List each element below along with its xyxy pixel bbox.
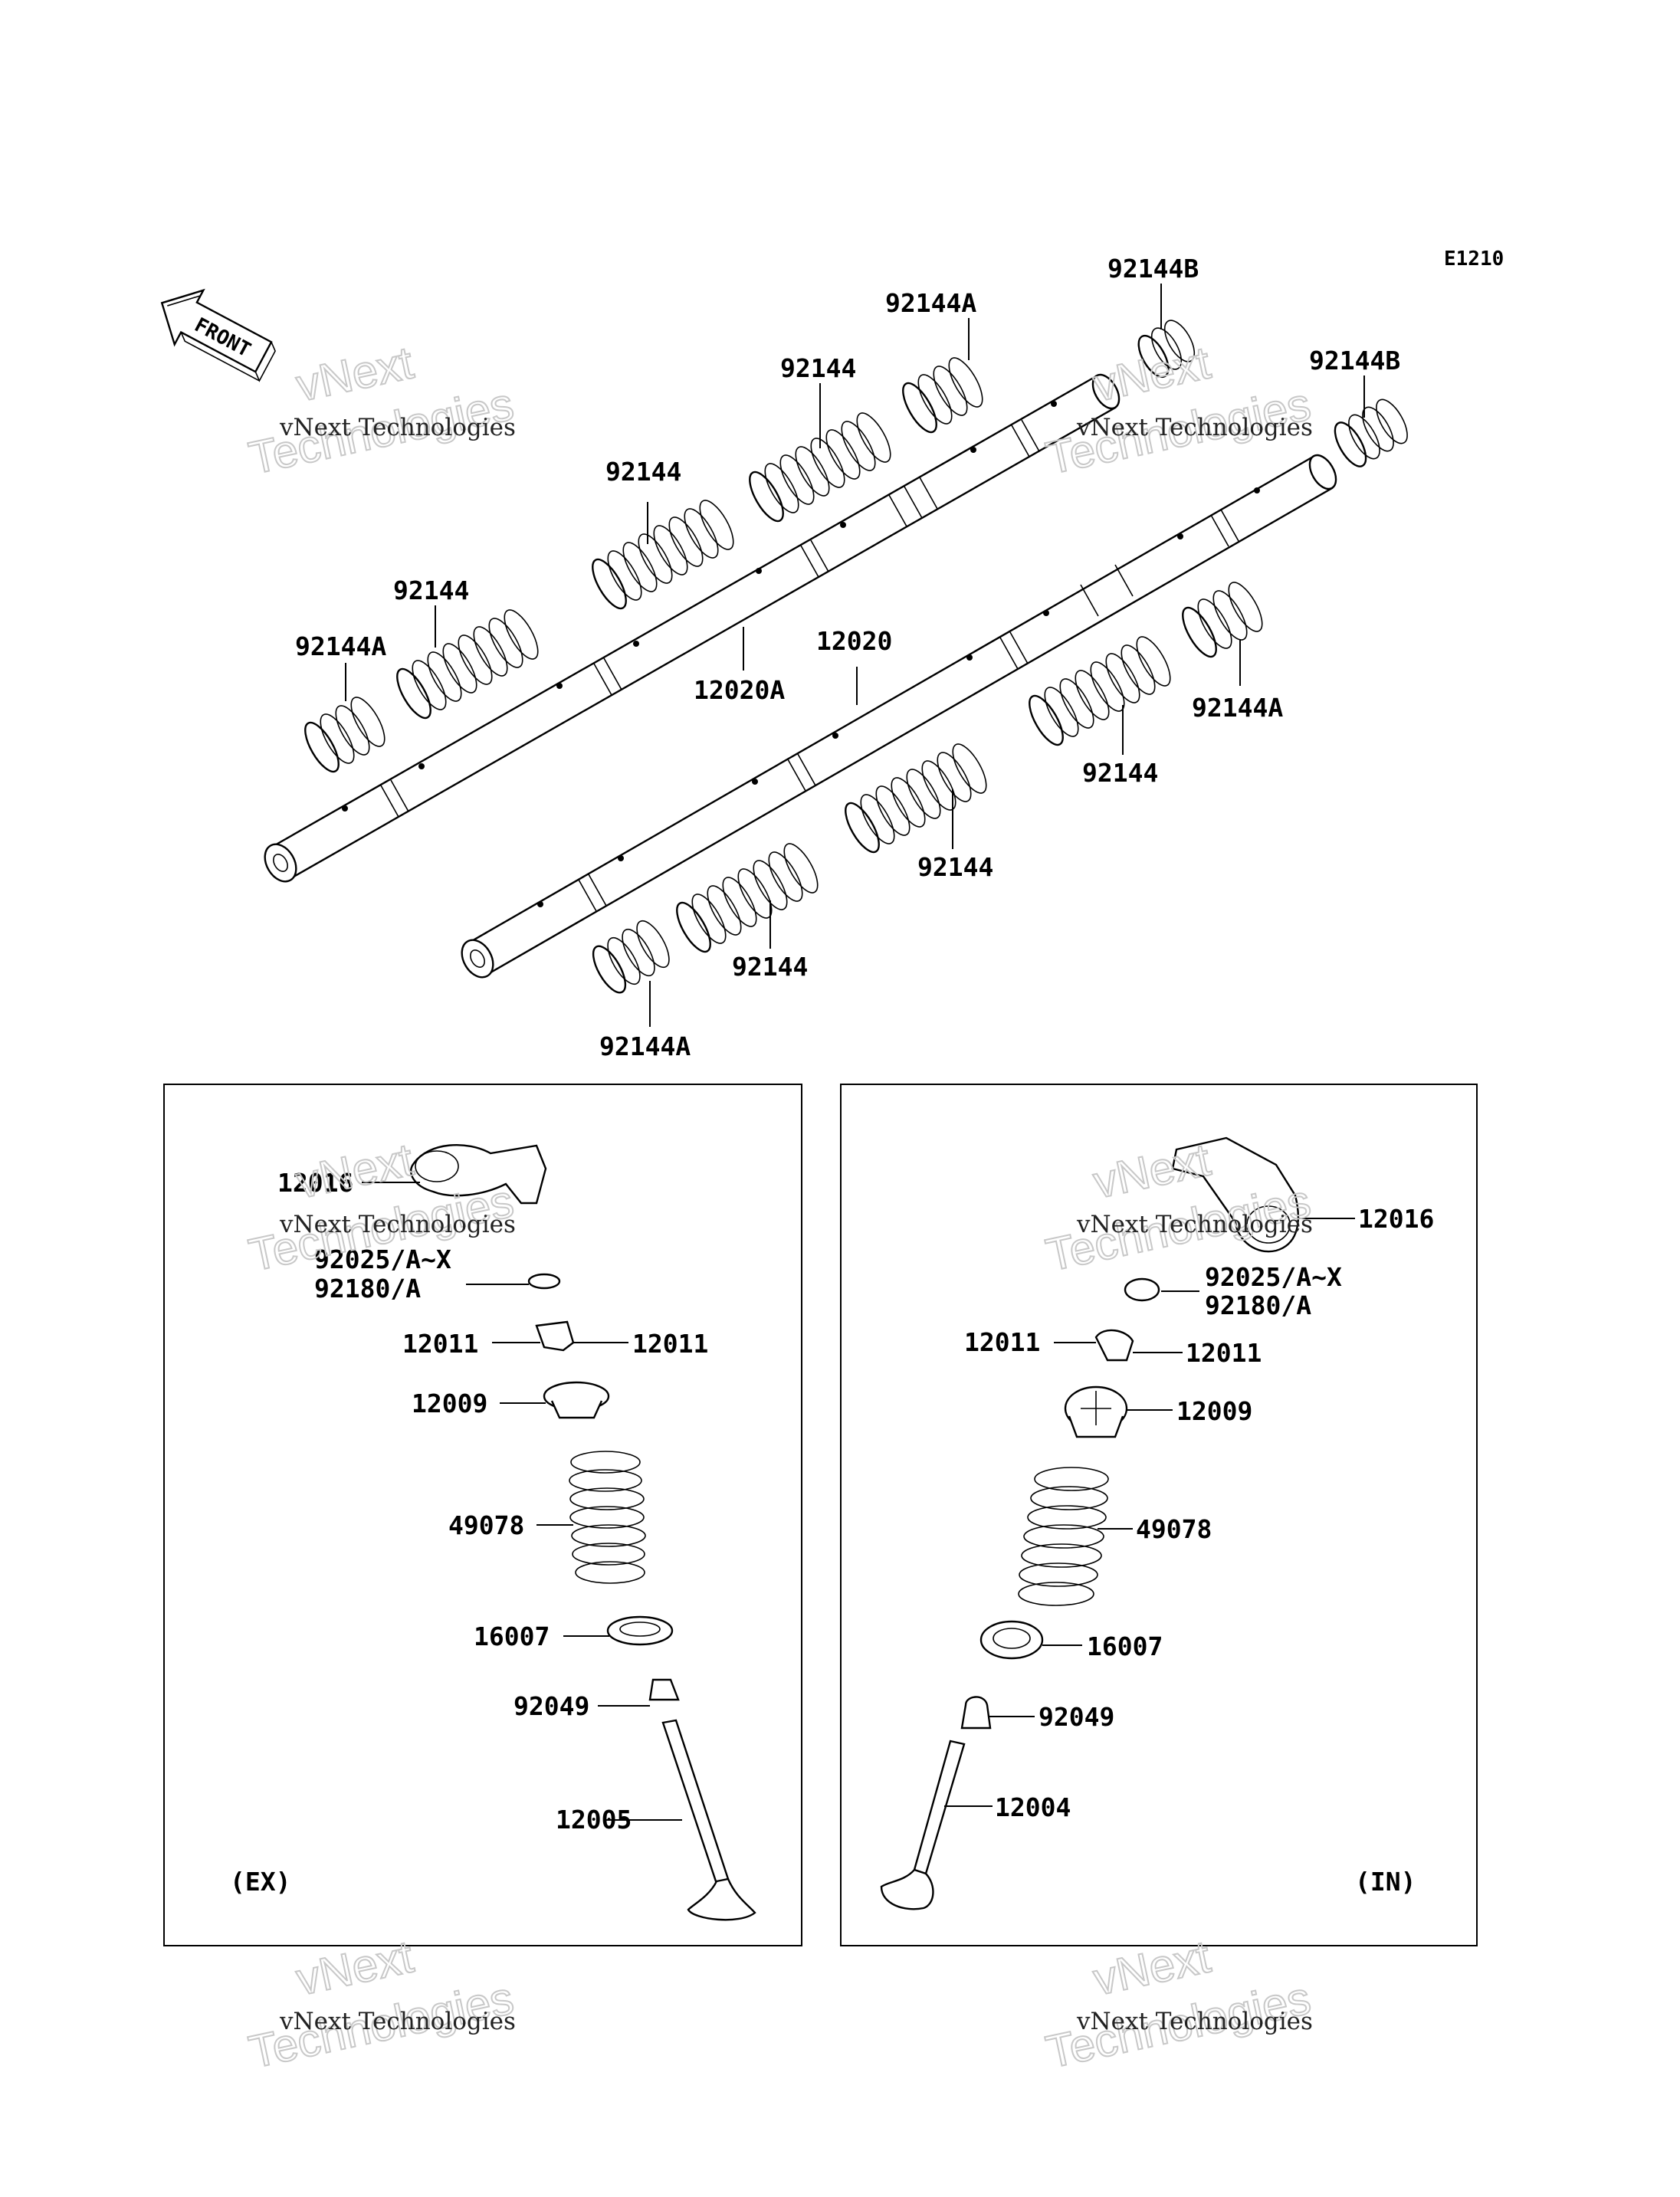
spring-92144b-lower bbox=[1334, 398, 1408, 467]
svg-text:vNext Technologies: vNext Technologies bbox=[279, 414, 516, 441]
ex-stem-seal bbox=[648, 1678, 680, 1701]
in-label-valve: 12004 bbox=[995, 1792, 1071, 1822]
svg-text:vNext Technologies: vNext Technologies bbox=[279, 1211, 516, 1238]
in-retainer bbox=[1064, 1385, 1128, 1438]
svg-text:vNext Technologies: vNext Technologies bbox=[1076, 1211, 1313, 1238]
ex-label-cotter-right: 12011 bbox=[632, 1329, 708, 1359]
ex-label-seat: 16007 bbox=[474, 1622, 550, 1651]
label-92144a-4: 92144A bbox=[599, 1031, 691, 1061]
watermark-bottom-left: vNext Technologies vNext Technologies bbox=[244, 1930, 519, 2078]
label-92144b-1: 92144B bbox=[1107, 254, 1199, 284]
top-leader-lines bbox=[345, 284, 1365, 1027]
in-spring-seat bbox=[979, 1620, 1044, 1660]
ex-label-shim1: 92025/A~X bbox=[314, 1244, 451, 1274]
in-valve bbox=[880, 1740, 966, 1910]
in-label-spring: 49078 bbox=[1136, 1514, 1212, 1544]
ex-panel-label: (EX) bbox=[230, 1867, 290, 1897]
ex-label-seal: 92049 bbox=[514, 1691, 589, 1721]
ex-label-retainer: 12009 bbox=[412, 1389, 487, 1418]
label-12020a: 12020A bbox=[694, 675, 785, 705]
ex-label-rocker: 12016 bbox=[277, 1168, 353, 1198]
spring-92144a-upper-right bbox=[902, 357, 983, 434]
rocker-shaft-12020 bbox=[461, 454, 1337, 979]
spring-92144-upper-2 bbox=[592, 500, 734, 610]
in-rocker-arm bbox=[1171, 1136, 1299, 1253]
svg-text:vNext Technologies: vNext Technologies bbox=[1076, 2008, 1313, 2035]
in-panel-label: (IN) bbox=[1355, 1867, 1416, 1897]
ex-panel: 12016 92025/A~X 92180/A 12011 12011 1200… bbox=[163, 1084, 802, 1946]
label-92144-1: 92144 bbox=[393, 575, 469, 605]
label-92144a-3: 92144A bbox=[1192, 693, 1283, 723]
rocker-shaft-12020a bbox=[264, 373, 1121, 883]
in-label-seat: 16007 bbox=[1087, 1631, 1163, 1661]
ex-valve-spring bbox=[569, 1451, 646, 1584]
label-92144b-2: 92144B bbox=[1309, 346, 1400, 375]
ex-label-valve: 12005 bbox=[556, 1805, 632, 1835]
spring-92144b-upper bbox=[1137, 320, 1196, 379]
spring-92144-lower-1 bbox=[1029, 636, 1171, 746]
in-valve-spring bbox=[1018, 1467, 1109, 1606]
in-label-retainer: 12009 bbox=[1176, 1396, 1252, 1426]
spring-92144-upper-1 bbox=[396, 609, 539, 720]
ex-retainer bbox=[543, 1381, 610, 1419]
spring-92144-lower-2 bbox=[845, 743, 987, 854]
svg-text:vNext: vNext bbox=[292, 336, 418, 411]
in-label-shim2: 92180/A bbox=[1205, 1290, 1311, 1320]
label-92144-3: 92144 bbox=[780, 353, 856, 383]
svg-text:vNext: vNext bbox=[292, 1133, 418, 1208]
label-12020: 12020 bbox=[816, 626, 892, 656]
spring-92144a-upper-left bbox=[304, 697, 386, 773]
spring-92144-lower-3 bbox=[676, 843, 819, 953]
in-label-cotter-left: 12011 bbox=[964, 1327, 1040, 1357]
spring-92144-upper-3 bbox=[749, 412, 891, 523]
label-92144-4: 92144 bbox=[1082, 758, 1158, 788]
spring-92144a-lower-left bbox=[592, 920, 670, 994]
label-92144-5: 92144 bbox=[917, 852, 993, 882]
label-92144a-2: 92144A bbox=[885, 288, 976, 318]
svg-text:vNext: vNext bbox=[1089, 1133, 1215, 1208]
in-cotter bbox=[1094, 1329, 1134, 1362]
spring-92144a-lower-right bbox=[1182, 582, 1263, 658]
ex-label-shim2: 92180/A bbox=[314, 1274, 421, 1303]
svg-text:vNext: vNext bbox=[1089, 336, 1215, 411]
front-arrow-icon: FRONT bbox=[160, 288, 276, 382]
svg-text:vNext: vNext bbox=[1089, 1930, 1215, 2005]
label-92144a-1: 92144A bbox=[295, 631, 386, 661]
in-shim bbox=[1124, 1277, 1160, 1302]
ex-spring-seat bbox=[606, 1615, 674, 1646]
ex-cotter bbox=[535, 1320, 575, 1352]
in-label-seal: 92049 bbox=[1039, 1702, 1114, 1732]
ex-label-cotter-left: 12011 bbox=[402, 1329, 478, 1359]
ex-shim bbox=[527, 1273, 561, 1290]
in-label-rocker: 12016 bbox=[1358, 1204, 1434, 1234]
ex-rocker-arm bbox=[409, 1144, 547, 1205]
in-label-shim1: 92025/A~X bbox=[1205, 1262, 1342, 1292]
in-panel: 12016 92025/A~X 92180/A 12011 12011 1200… bbox=[840, 1084, 1478, 1946]
in-stem-seal bbox=[960, 1696, 992, 1730]
svg-text:vNext Technologies: vNext Technologies bbox=[279, 2008, 516, 2035]
svg-text:vNext Technologies: vNext Technologies bbox=[1076, 414, 1313, 441]
label-92144-2: 92144 bbox=[605, 457, 681, 487]
svg-text:vNext: vNext bbox=[292, 1930, 418, 2005]
label-92144-6: 92144 bbox=[732, 952, 808, 982]
watermark-top-left: vNext Technologies vNext Technologies bbox=[244, 336, 519, 484]
diagram-code: E1210 bbox=[1444, 248, 1504, 271]
in-label-cotter-right: 12011 bbox=[1186, 1338, 1262, 1368]
ex-valve bbox=[661, 1719, 756, 1921]
watermark-bottom-right: vNext Technologies vNext Technologies bbox=[1041, 1930, 1316, 2078]
ex-label-spring: 49078 bbox=[448, 1510, 524, 1540]
